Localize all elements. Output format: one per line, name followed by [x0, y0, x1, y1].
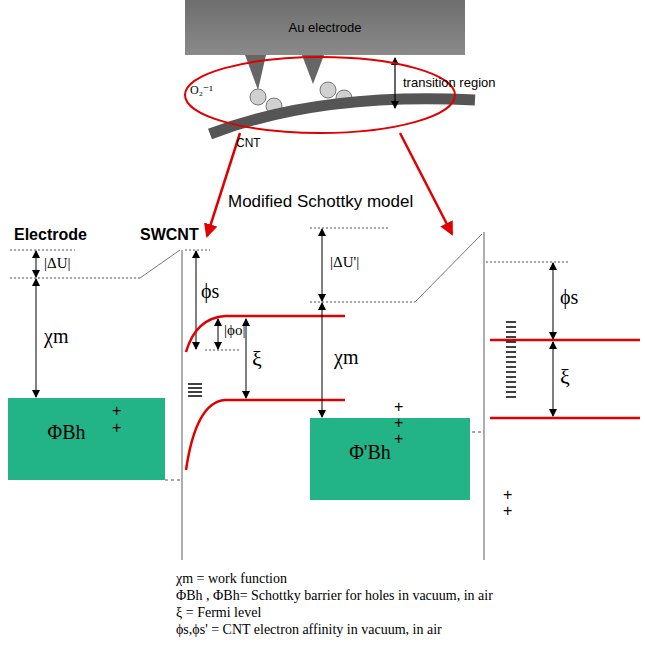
charge-sign: + — [112, 419, 121, 437]
energy-label: ϕs — [201, 280, 219, 303]
note-line: ϕs,ϕs' = CNT electron affinity in vacuum… — [176, 622, 442, 638]
charge-sign: + — [503, 486, 512, 504]
cnt-label: CNT — [236, 137, 261, 151]
ion-label: O₂⁻¹ — [190, 84, 213, 98]
electrode-block: Au electrode — [185, 0, 465, 55]
side-header: SWCNT — [140, 226, 199, 244]
energy-label: |ϕo| — [224, 322, 245, 339]
metal-band: Φ'Bh — [310, 418, 470, 500]
energy-label: ξ — [560, 364, 570, 389]
charge-sign: + — [394, 398, 403, 416]
note-line: ξ = Fermi level — [176, 605, 261, 621]
energy-label: ϕs — [560, 286, 578, 309]
node-text: Au electrode — [289, 20, 362, 35]
charge-sign: + — [503, 502, 512, 520]
note-line: ΦBh , ΦBh= Schottky barrier for holes in… — [176, 588, 493, 604]
note-line: χm = work function — [176, 571, 287, 587]
energy-label: ξ — [252, 346, 262, 371]
side-header: Electrode — [14, 226, 87, 244]
charge-sign: + — [394, 430, 403, 448]
energy-label: |ΔU| — [44, 255, 70, 272]
metal-band: ΦBh — [8, 398, 165, 480]
energy-label: |ΔU'| — [330, 254, 359, 271]
node-text: ΦBh — [48, 421, 86, 444]
model-title: Modified Schottky model — [228, 192, 413, 212]
energy-label: χm — [334, 346, 358, 369]
charge-sign: + — [112, 402, 121, 420]
region-label: transition region — [403, 76, 496, 91]
node-text: Φ'Bh — [349, 441, 391, 464]
charge-sign: + — [394, 414, 403, 432]
energy-label: χm — [44, 325, 68, 348]
